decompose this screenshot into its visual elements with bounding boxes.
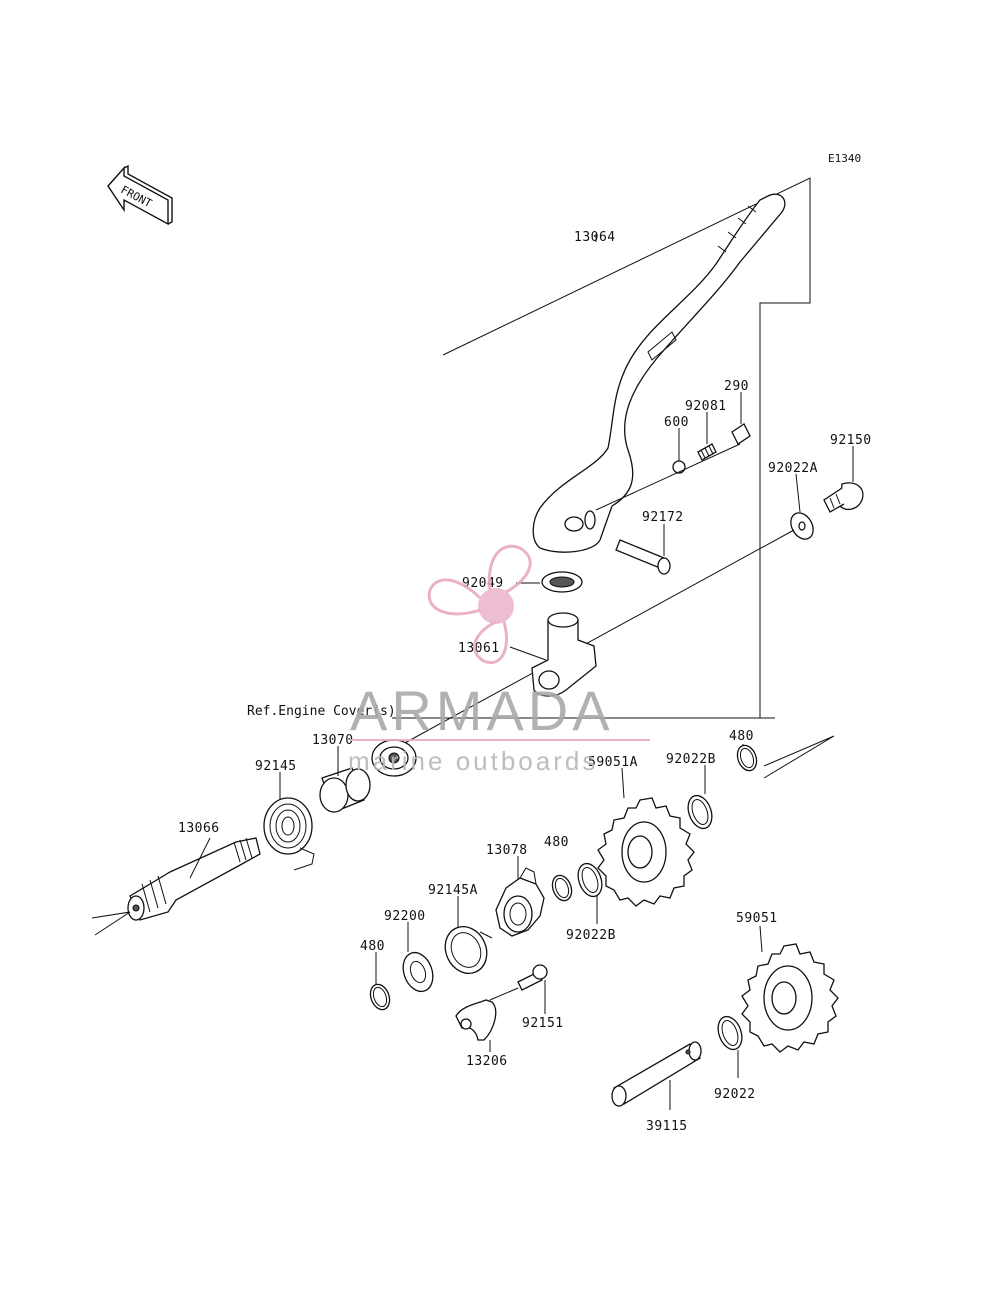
label-13206: 13206 (466, 1054, 508, 1069)
label-480-low: 480 (360, 939, 385, 954)
assembly-frame (392, 177, 811, 719)
label-13061: 13061 (458, 641, 500, 656)
label-92022B-mid: 92022B (566, 928, 616, 943)
part-13078-ratchet (495, 856, 545, 937)
part-92151-bolt (517, 964, 548, 1014)
label-13078: 13078 (486, 843, 528, 858)
part-92022B-washer-top (687, 765, 713, 830)
kick-pedal-lever (532, 193, 786, 553)
label-92022: 92022 (714, 1087, 756, 1102)
label-92081: 92081 (685, 399, 727, 414)
label-92150: 92150 (830, 433, 872, 448)
part-480-circlip-mid (551, 874, 573, 902)
label-92022B-top: 92022B (666, 752, 716, 767)
label-92049: 92049 (462, 576, 504, 591)
label-92145: 92145 (255, 759, 297, 774)
label-92151: 92151 (522, 1016, 564, 1031)
front-arrow-icon: FRONT (107, 164, 173, 226)
label-480-mid: 480 (544, 835, 569, 850)
part-92200-washer (402, 922, 434, 993)
part-92081-spring (697, 412, 717, 461)
armada-watermark: ARMADA marine outboards (348, 544, 650, 776)
label-13066: 13066 (178, 821, 220, 836)
part-92022B-washer-mid (577, 862, 603, 924)
part-290-plug (731, 392, 751, 445)
part-92049-oil-seal (516, 571, 583, 593)
label-480-top: 480 (729, 729, 754, 744)
label-59051: 59051 (736, 911, 778, 926)
part-480-circlip-top (736, 744, 758, 772)
label-92022A: 92022A (768, 461, 818, 476)
part-92172-pin (615, 524, 671, 575)
label-39115: 39115 (646, 1119, 688, 1134)
part-92022A-washer (790, 473, 814, 540)
part-92150-bolt (823, 446, 864, 513)
part-13070-collar (319, 746, 371, 813)
diagram-code: E1340 (828, 152, 861, 165)
part-59051-gear (741, 925, 839, 1053)
part-13070-bearing (371, 739, 417, 777)
part-92145A-spring (444, 896, 493, 974)
label-92145A: 92145A (428, 883, 478, 898)
label-92200: 92200 (384, 909, 426, 924)
watermark-tagline: marine outboards (348, 746, 598, 776)
ref-engine-cover-note: Ref.Engine Cover(s) (247, 704, 396, 719)
label-600: 600 (664, 415, 689, 430)
part-92145-spring (263, 772, 315, 871)
part-13066-kick-shaft (127, 837, 261, 921)
propeller-logo-icon (427, 544, 532, 664)
part-13206-guide (455, 987, 519, 1052)
label-13064: 13064 (574, 230, 616, 245)
label-290: 290 (724, 379, 749, 394)
part-92022-washer (717, 1015, 743, 1078)
part-59051A-gear (597, 767, 695, 907)
label-59051A: 59051A (588, 755, 638, 770)
label-92172: 92172 (642, 510, 684, 525)
part-13061-kick-boss (509, 612, 597, 697)
part-480-circlip-low (369, 952, 391, 1011)
watermark-brand: ARMADA (350, 679, 614, 742)
part-39115-shaft (611, 1041, 702, 1110)
part-600-ball (672, 428, 686, 474)
label-13070: 13070 (312, 733, 354, 748)
